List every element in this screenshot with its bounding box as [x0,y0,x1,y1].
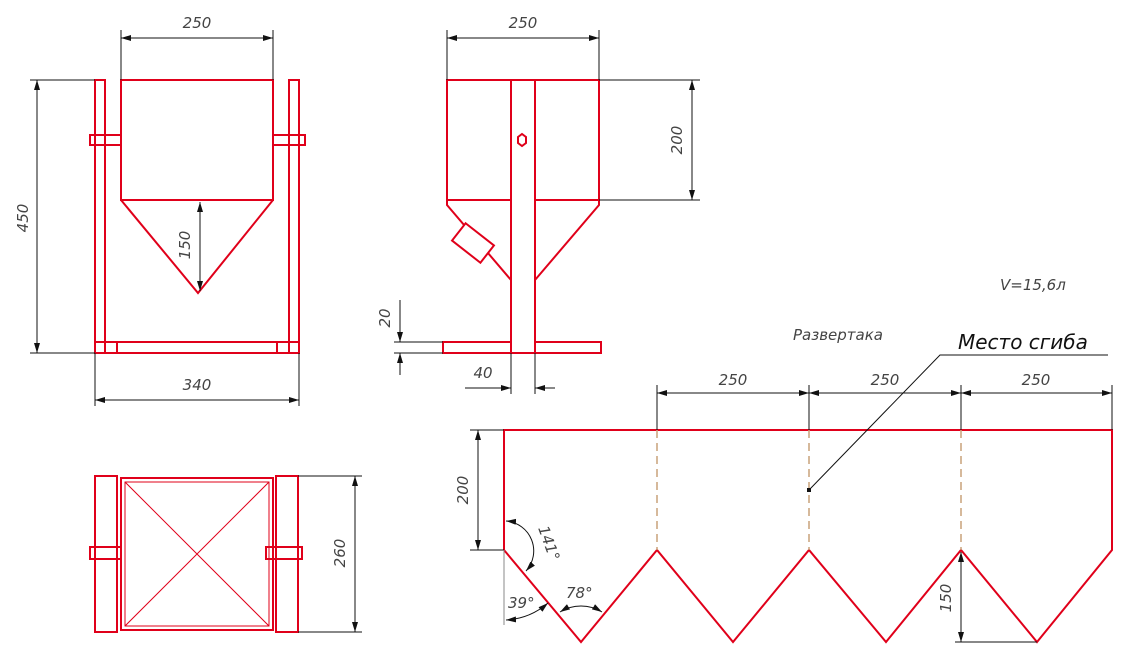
dim-side-base-thickness: 20 [376,308,394,327]
dim-dev-seg2: 250 [871,371,900,389]
dim-side-width: 250 [509,14,538,32]
angle-39: 39° [508,594,535,612]
dim-dev-height: 200 [454,476,472,505]
angle-78: 78° [566,584,593,602]
development-label: Развертака [793,326,883,344]
dim-side-post: 40 [473,364,492,382]
dim-front-height: 450 [14,204,32,233]
dim-dev-seg1: 250 [719,371,748,389]
volume-label: V=15,6л [1000,276,1066,294]
bolt-icon [517,132,527,148]
front-view: 250 450 150 340 [14,14,306,406]
fold-place-label: Место сгиба [958,330,1088,354]
development-view: 250 250 250 200 150 141° 39° 78° Место с… [454,276,1113,644]
dim-front-base: 340 [183,376,212,394]
dim-front-hopper: 150 [176,231,194,260]
dim-side-box: 200 [668,126,686,155]
dim-dev-seg3: 250 [1022,371,1051,389]
side-view: 250 200 20 40 [376,14,700,394]
top-view: 260 [89,475,362,633]
dim-top-depth: 260 [331,539,349,568]
angle-141: 141° [534,523,563,563]
dim-dev-hopper: 150 [937,584,955,613]
dim-front-width: 250 [183,14,212,32]
